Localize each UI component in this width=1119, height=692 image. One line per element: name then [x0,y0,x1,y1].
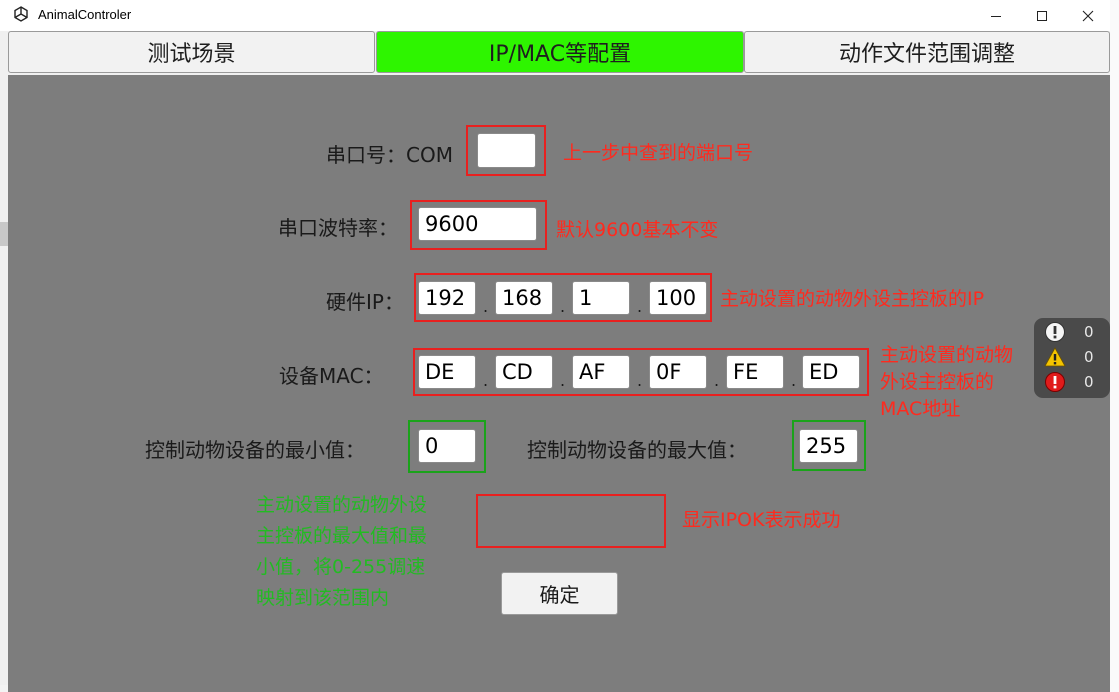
warning-count: 0 [1084,348,1094,366]
note-line: 外设主控板的 [880,371,995,393]
max-value-label: 控制动物设备的最大值： [527,438,747,462]
tab-bar: 测试场景 IP/MAC等配置 动作文件范围调整 [8,31,1110,75]
mac-separator: . [791,371,797,390]
info-count-row: 0 [1044,321,1106,343]
mac-separator: . [637,371,643,390]
note-line: 主动设置的动物外设 [256,494,428,516]
warning-count-row: 0 [1044,346,1106,368]
note-line: MAC地址 [880,398,961,420]
mac-separator: . [714,371,720,390]
min-annotation-box [408,420,486,473]
mac-byte-1-input[interactable]: DE [418,355,476,389]
status-note: 显示IPOK表示成功 [682,509,841,531]
mac-byte-3-input[interactable]: AF [572,355,630,389]
max-value-input[interactable]: 255 [799,429,858,463]
minimize-button[interactable] [973,0,1019,31]
window-title: AnimalControler [38,7,132,22]
mac-byte-5-input[interactable]: FE [726,355,784,389]
error-count-row: 0 [1044,371,1106,393]
mac-annotation-box [413,348,869,396]
background-window-edge [1110,0,1119,692]
range-note: 主动设置的动物外设 主控板的最大值和最 小值，将0-255调速 映射到该范围内 [256,490,427,614]
confirm-button-label: 确定 [539,583,580,607]
title-bar[interactable]: AnimalControler [0,0,1110,31]
error-icon [1045,372,1065,392]
background-left-edge [0,222,8,246]
tab-label: IP/MAC等配置 [488,42,632,67]
ip-octet-1-input[interactable]: 192 [418,281,476,315]
note-line: 主动设置的动物 [880,344,1014,366]
info-count: 0 [1084,323,1094,341]
maximize-icon [1037,10,1047,21]
console-counter-panel[interactable]: 0 0 0 [1034,318,1110,398]
mac-separator: . [560,371,566,390]
close-button[interactable] [1065,0,1111,31]
close-icon [1082,10,1094,21]
com-port-label: 串口号：COM [326,143,453,167]
minimize-icon [991,15,1001,17]
mac-byte-2-input[interactable]: CD [495,355,553,389]
hardware-ip-note: 主动设置的动物外设主控板的IP [720,288,985,310]
info-icon [1045,322,1065,342]
note-line: 小值，将0-255调速 [256,556,426,578]
baud-rate-input[interactable]: 9600 [418,207,537,241]
unity-logo-icon [14,6,28,22]
tab-action-range[interactable]: 动作文件范围调整 [744,31,1110,73]
ip-annotation-box [414,273,712,322]
ip-octet-4-input[interactable]: 100 [649,281,707,315]
mac-byte-4-input[interactable]: 0F [649,355,707,389]
status-display [476,494,666,548]
device-mac-note: 主动设置的动物 外设主控板的 MAC地址 [880,342,1013,423]
com-port-input[interactable] [477,133,536,168]
tab-ip-mac-config[interactable]: IP/MAC等配置 [376,31,744,73]
hardware-ip-label: 硬件IP： [326,290,404,314]
maximize-button[interactable] [1019,0,1065,31]
ip-octet-3-input[interactable]: 1 [572,281,630,315]
tab-test-scene[interactable]: 测试场景 [8,31,375,73]
min-value-input[interactable]: 0 [418,429,476,463]
min-value-label: 控制动物设备的最小值： [145,438,365,462]
tab-label: 动作文件范围调整 [838,42,1015,67]
ip-separator: . [483,297,489,316]
ip-octet-2-input[interactable]: 168 [495,281,553,315]
ip-separator: . [560,297,566,316]
warning-icon [1044,347,1066,367]
note-line: 主控板的最大值和最 [256,525,428,547]
baud-rate-note: 默认9600基本不变 [556,219,719,241]
mac-separator: . [483,371,489,390]
mac-byte-6-input[interactable]: ED [802,355,860,389]
ip-separator: . [637,297,643,316]
tab-label: 测试场景 [147,42,236,67]
device-mac-label: 设备MAC： [279,364,384,388]
confirm-button[interactable]: 确定 [501,572,618,615]
baud-rate-label: 串口波特率： [278,216,398,240]
note-line: 映射到该范围内 [256,587,390,609]
com-port-note: 上一步中查到的端口号 [563,142,754,164]
baud-annotation-box [410,200,547,250]
com-annotation-box [466,125,546,176]
max-annotation-box [792,420,866,471]
error-count: 0 [1084,373,1094,391]
